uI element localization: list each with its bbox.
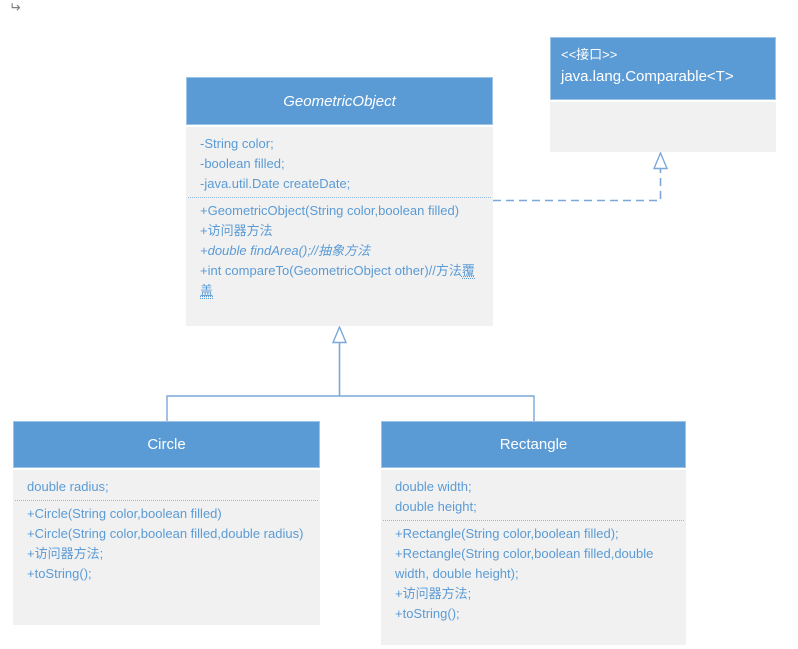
method-override-underlined: 覆盖 <box>200 263 475 299</box>
inheritance-triangle-icon <box>331 325 348 344</box>
method: +Rectangle(String color,boolean filled,d… <box>395 546 654 581</box>
attribute: double width; <box>395 479 472 494</box>
class-title: Circle <box>13 421 320 468</box>
class-title-text: Rectangle <box>499 436 568 453</box>
interface-stereotype: <<接口>> <box>561 47 618 62</box>
class-comparable-interface[interactable]: <<接口>> java.lang.Comparable<T> <box>550 37 776 152</box>
class-circle[interactable]: Circle double radius; +Circle(String col… <box>13 421 320 625</box>
attribute-method-divider <box>383 520 684 521</box>
class-body: double radius; +Circle(String color,bool… <box>13 470 320 625</box>
class-geometric-object[interactable]: GeometricObject -String color; -boolean … <box>186 77 493 326</box>
class-body: -String color; -boolean filled; -java.ut… <box>186 127 493 326</box>
method: +访问器方法; <box>27 546 104 561</box>
attribute: double radius; <box>27 479 109 494</box>
attribute: -boolean filled; <box>200 156 285 171</box>
attribute-method-divider <box>15 500 318 501</box>
attribute: -String color; <box>200 136 274 151</box>
interface-name: java.lang.Comparable<T> <box>561 68 734 85</box>
method: +toString(); <box>27 566 92 581</box>
class-title-text: Circle <box>147 436 186 453</box>
attribute: double height; <box>395 499 477 514</box>
method-override: +int compareTo(GeometricObject other)//方… <box>200 261 480 301</box>
class-title: Rectangle <box>381 421 686 468</box>
attribute: -java.util.Date createDate; <box>200 176 351 191</box>
interface-header: <<接口>> java.lang.Comparable<T> <box>550 37 776 100</box>
class-rectangle[interactable]: Rectangle double width; double height; +… <box>381 421 686 645</box>
method: +访问器方法 <box>200 223 273 238</box>
attribute-method-divider <box>188 197 491 198</box>
method: +GeometricObject(String color,boolean fi… <box>200 203 460 218</box>
class-body: double width; double height; +Rectangle(… <box>381 470 686 645</box>
method-abstract: +double findArea();//抽象方法 <box>200 243 371 258</box>
inheritance-branch-line <box>166 395 535 421</box>
method: +Circle(String color,boolean filled) <box>27 506 222 521</box>
realization-triangle-icon <box>652 151 669 170</box>
realization-dashed-line <box>493 169 662 202</box>
class-title-text: GeometricObject <box>283 92 396 110</box>
method: +toString(); <box>395 606 460 621</box>
interface-body <box>550 102 776 152</box>
method: +Rectangle(String color,boolean filled); <box>395 526 619 541</box>
method: +访问器方法; <box>395 586 472 601</box>
class-title: GeometricObject <box>186 77 493 125</box>
method-override-text: +int compareTo(GeometricObject other)//方… <box>200 263 462 278</box>
method: +Circle(String color,boolean filled,doub… <box>27 526 304 541</box>
